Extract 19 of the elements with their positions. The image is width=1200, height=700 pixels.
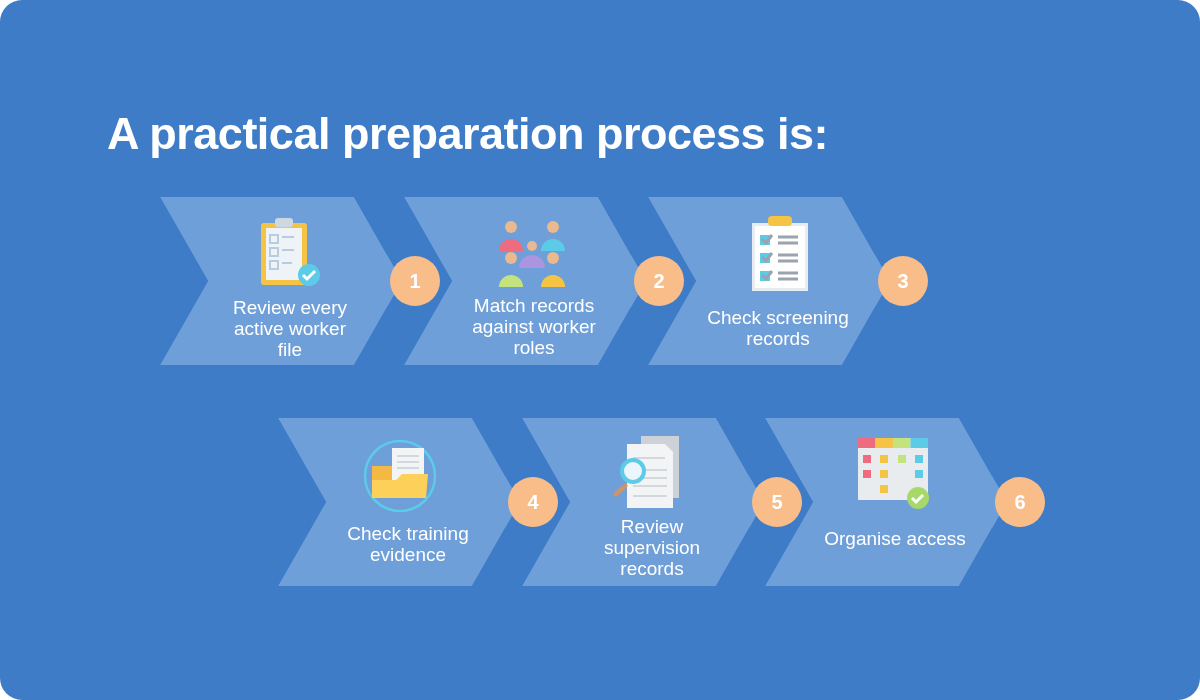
step-number: 6 [995, 477, 1045, 527]
chevron-step [648, 197, 928, 365]
step-number: 5 [752, 477, 802, 527]
step-label: Review every active worker file [231, 297, 348, 360]
heading: A practical preparation process is: [107, 108, 829, 160]
step-label: Check screening records [706, 307, 850, 349]
chevron-step [278, 418, 558, 586]
step-number: 1 [390, 256, 440, 306]
chevron-step [404, 197, 684, 365]
step-label: Check training evidence [346, 523, 470, 565]
chevron-step [160, 197, 440, 365]
step-number: 4 [508, 477, 558, 527]
step-number: 2 [634, 256, 684, 306]
step-label: Review supervision records [602, 516, 702, 579]
step-label: Organise access [823, 528, 967, 549]
step-number: 3 [878, 256, 928, 306]
chevron-step [765, 418, 1045, 586]
step-label: Match records against worker roles [471, 295, 597, 358]
chevron-step [522, 418, 802, 586]
